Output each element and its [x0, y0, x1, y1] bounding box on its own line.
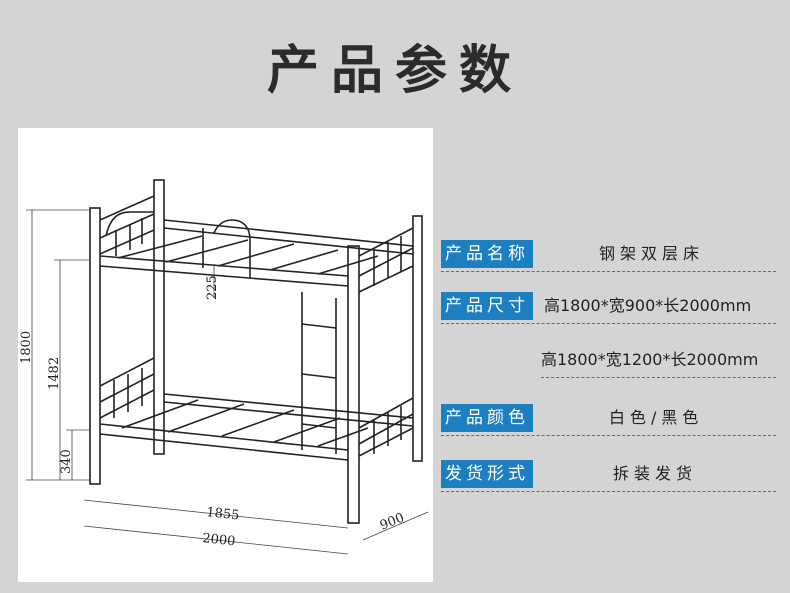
bunk-bed-illustration: 1800 1482 340 225 1855 2000 900	[19, 179, 429, 555]
spec-label-color: 产品颜色	[441, 404, 533, 432]
spec-row-color: 产品颜色 白色/黑色	[441, 404, 776, 436]
dimension-225: 225	[205, 275, 220, 300]
spec-divider	[441, 271, 776, 272]
spec-row-name: 产品名称 钢架双层床	[441, 240, 776, 272]
dimension-2000: 2000	[202, 531, 236, 549]
spec-value-name: 钢架双层床	[599, 244, 705, 263]
spec-divider	[441, 491, 776, 492]
page-title: 产品参数	[266, 41, 523, 101]
spec-value-shipping: 拆装发货	[613, 464, 698, 483]
spec-label-name: 产品名称	[441, 240, 533, 268]
spec-divider	[541, 377, 776, 378]
spec-divider	[441, 323, 776, 324]
spec-label-shipping: 发货形式	[441, 460, 533, 488]
spec-divider	[441, 435, 776, 436]
dimension-lines	[26, 209, 429, 555]
dimension-1855: 1855	[206, 505, 240, 523]
spec-row-size: 产品尺寸 高1800*宽900*长2000mm	[441, 292, 776, 324]
spec-row-shipping: 发货形式 拆装发货	[441, 460, 776, 492]
dimension-1482: 1482	[47, 357, 62, 390]
dimension-900: 900	[378, 511, 407, 534]
spec-row-size-extra: 高1800*宽1200*长2000mm	[541, 346, 776, 378]
spec-value-color: 白色/黑色	[609, 408, 704, 427]
bunk-bed-drawing: 1800 1482 340 225 1855 2000 900	[18, 128, 433, 582]
spec-value-size-extra: 高1800*宽1200*长2000mm	[541, 350, 759, 369]
bed-frame-lines	[89, 179, 423, 524]
spec-value-size: 高1800*宽900*长2000mm	[544, 296, 752, 315]
dimension-340: 340	[59, 449, 74, 474]
spec-label-size: 产品尺寸	[441, 292, 533, 320]
dimension-1800: 1800	[19, 331, 34, 364]
